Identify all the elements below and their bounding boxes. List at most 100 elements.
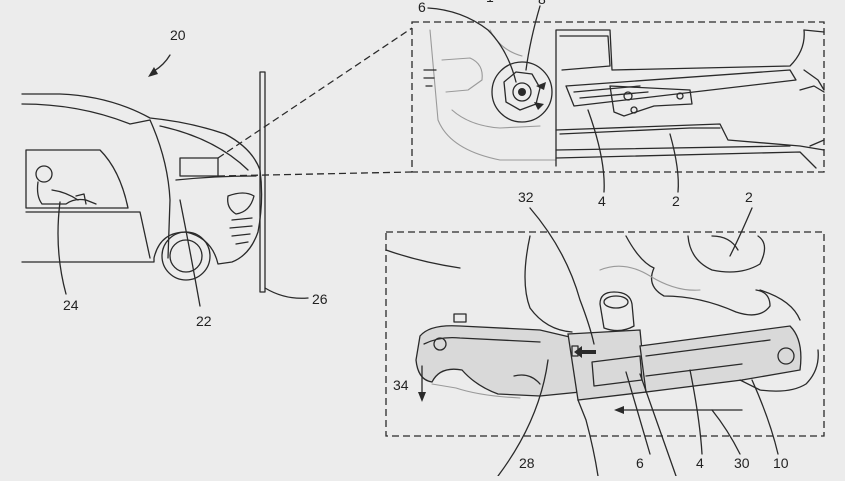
inset-top-bg-2 bbox=[441, 57, 483, 93]
housing-top bbox=[555, 29, 805, 167]
leader-32 bbox=[529, 207, 595, 345]
label-26: 26 bbox=[312, 291, 328, 307]
rail-end-clip bbox=[739, 349, 819, 392]
detail-inset-top: 6 1 8 4 2 bbox=[411, 0, 825, 209]
leader-28b bbox=[577, 399, 599, 477]
car-hood-line bbox=[159, 125, 249, 171]
arrow-20-head bbox=[148, 67, 158, 77]
housing-bracket bbox=[799, 85, 825, 147]
coupling-arrow bbox=[574, 346, 596, 358]
leader-28 bbox=[497, 359, 549, 477]
inset-bottom-bg-1 bbox=[385, 249, 461, 269]
surface-wall bbox=[259, 71, 266, 293]
car-fender-line bbox=[175, 175, 257, 181]
car-a-pillar bbox=[149, 119, 171, 259]
vehicle-overview: 20 24 22 bbox=[21, 27, 413, 329]
car-grille bbox=[229, 217, 253, 245]
label-2-top: 2 bbox=[672, 193, 680, 209]
rail-arm-bottom bbox=[639, 325, 802, 393]
label-10: 10 bbox=[773, 455, 789, 471]
inset-top-bg-1 bbox=[429, 29, 557, 161]
bolt-cap bbox=[603, 295, 629, 309]
joint-pin bbox=[512, 82, 532, 102]
inset-bottom-bg-5 bbox=[711, 235, 739, 251]
car-wheel-rim bbox=[169, 239, 203, 273]
inset-top-frame bbox=[411, 21, 825, 173]
bracket-hole bbox=[433, 337, 447, 351]
inset-bottom-bg-4 bbox=[687, 235, 766, 273]
joint-arrow-1 bbox=[536, 82, 546, 90]
leader-8-top bbox=[525, 5, 541, 71]
housing-panel bbox=[559, 35, 611, 71]
bolt-cylinder bbox=[599, 291, 635, 332]
coupling-housing bbox=[567, 329, 647, 401]
rail-arm bbox=[565, 69, 797, 107]
label-32: 32 bbox=[518, 189, 534, 205]
joint-hex bbox=[503, 71, 541, 111]
car-side-window bbox=[25, 149, 129, 209]
label-1-top: 1 bbox=[486, 0, 494, 5]
inset-bottom-bg-7 bbox=[759, 289, 801, 321]
car-inset-region bbox=[179, 157, 219, 177]
label-34: 34 bbox=[393, 377, 409, 393]
rail-end-hole bbox=[777, 347, 795, 365]
bracket-shadow bbox=[431, 383, 521, 399]
joint-outer bbox=[491, 61, 553, 123]
lower-block bbox=[559, 127, 721, 135]
rail-bolt-1 bbox=[623, 91, 633, 101]
leader-2-top bbox=[669, 133, 679, 193]
leader-24 bbox=[57, 201, 67, 295]
steering-wheel bbox=[75, 193, 87, 205]
leader-22 bbox=[179, 199, 201, 307]
label-4-top: 4 bbox=[598, 193, 606, 209]
driver-arm bbox=[51, 189, 79, 201]
rail-bolt-2 bbox=[676, 92, 684, 100]
inset-bottom-bg-2 bbox=[524, 235, 573, 333]
label-30: 30 bbox=[734, 455, 750, 471]
label-8-top: 8 bbox=[538, 0, 546, 7]
arrow-20-shaft bbox=[153, 54, 171, 72]
joint-center bbox=[518, 88, 526, 96]
small-nut bbox=[453, 313, 467, 323]
driver-body bbox=[36, 181, 97, 205]
leader-26 bbox=[264, 287, 309, 299]
leader-30 bbox=[711, 409, 741, 455]
car-wheel bbox=[161, 231, 211, 281]
bracket-edge bbox=[423, 336, 541, 345]
leader-2-bottom bbox=[729, 207, 753, 257]
arrow-34-head bbox=[418, 392, 426, 402]
label-6-top: 6 bbox=[418, 0, 426, 15]
inset-bottom-bg-3 bbox=[625, 235, 771, 316]
detail-inset-bottom: 32 2 34 28 6 4 30 10 bbox=[385, 189, 825, 477]
bracket-curve bbox=[513, 374, 541, 385]
inset-bottom-frame bbox=[385, 231, 825, 437]
rail-bracket bbox=[609, 85, 693, 117]
car-roof-line bbox=[21, 103, 151, 125]
housing-lower-edge bbox=[555, 123, 825, 151]
car-headlight bbox=[227, 192, 255, 215]
inset-bottom-bg-6 bbox=[599, 265, 701, 291]
housing-right bbox=[803, 29, 825, 91]
label-6-bottom: 6 bbox=[636, 455, 644, 471]
housing-base bbox=[555, 145, 817, 169]
driver-head bbox=[35, 165, 53, 183]
rail-bolt-3 bbox=[630, 106, 638, 114]
bracket-body bbox=[415, 325, 581, 397]
inset-top-bg-3 bbox=[451, 109, 541, 129]
label-4-bottom: 4 bbox=[696, 455, 704, 471]
label-20: 20 bbox=[170, 27, 186, 43]
rail-arm-bottom-lines bbox=[645, 339, 771, 377]
label-2-bottom: 2 bbox=[745, 189, 753, 205]
leader-6b bbox=[639, 373, 677, 477]
inset-top-bg-4 bbox=[489, 29, 523, 57]
leader-6-bottom bbox=[625, 371, 651, 455]
joint-arrow-2 bbox=[534, 102, 544, 110]
inset-top-ticks bbox=[423, 69, 437, 87]
leader-4-bottom bbox=[689, 369, 703, 455]
leader-10 bbox=[751, 379, 779, 455]
inset-connector-top bbox=[217, 27, 413, 159]
leader-6-top bbox=[427, 7, 517, 83]
force-arrow-30-head bbox=[614, 406, 624, 414]
